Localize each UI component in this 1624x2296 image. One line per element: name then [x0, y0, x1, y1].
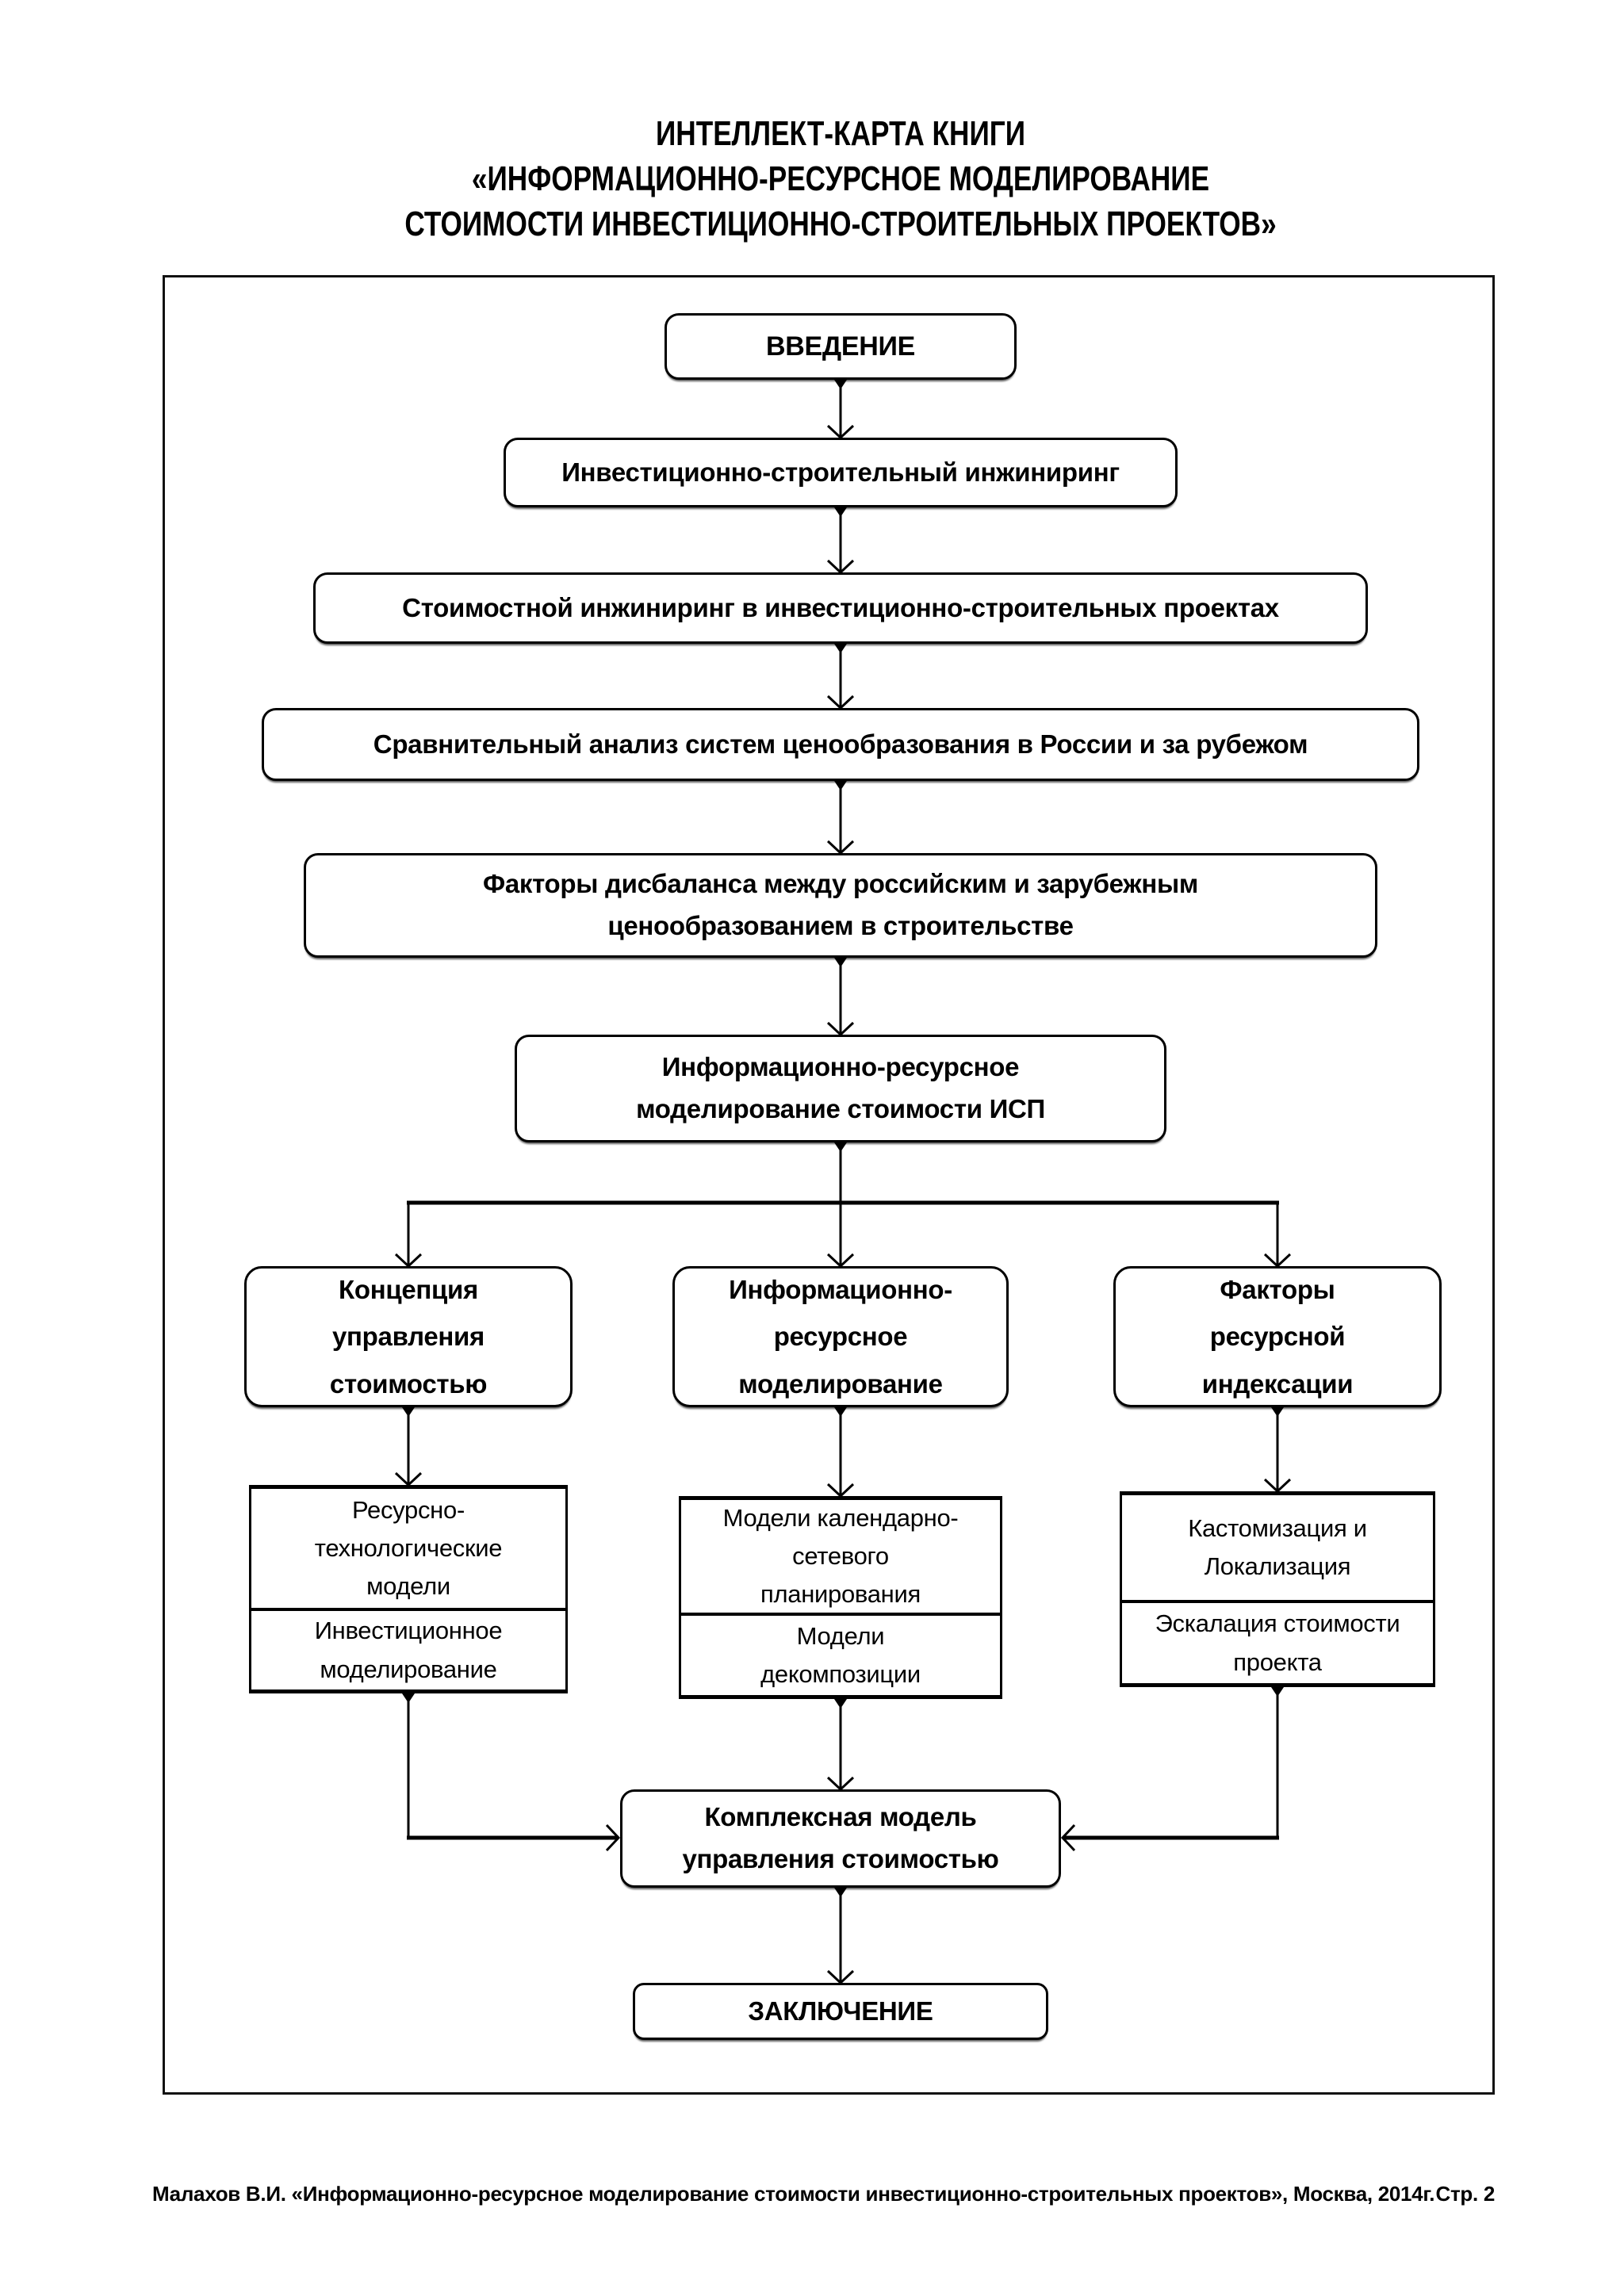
flow-arrow: [394, 1203, 423, 1269]
title-line-2: «ИНФОРМАЦИОННО-РЕСУРСНОЕ МОДЕЛИРОВАНИЕ: [471, 159, 1210, 198]
flow-arrow: [826, 1699, 855, 1792]
node-label: Стоимостной инжиниринг в инвестиционно-с…: [402, 592, 1279, 622]
flow-arrow: [826, 1888, 855, 1985]
node-label: ЗАКЛЮЧЕНИЕ: [748, 1996, 933, 2026]
node-cost-engineering: Стоимостной инжиниринг в инвестиционно-с…: [313, 572, 1368, 644]
node-disbalance-factors: Факторы дисбаланса между российским и за…: [304, 853, 1377, 958]
node-label: Комплексная модель управления стоимостью: [682, 1802, 999, 1873]
flow-arrow: [826, 507, 855, 575]
node-label: Информационно- ресурсное моделирование: [729, 1274, 952, 1399]
cell-resource-technological-models: Ресурсно- технологические модели: [314, 1495, 503, 1601]
title-line-3: СТОИМОСТИ ИНВЕСТИЦИОННО-СТРОИТЕЛЬНЫХ ПРО…: [404, 205, 1277, 243]
node-label: Инвестиционно-строительный инжиниринг: [561, 457, 1120, 487]
flow-arrow: [394, 1407, 423, 1487]
flow-arrow: [402, 1693, 621, 1852]
footer-reference: Малахов В.И. «Информационно-ресурсное мо…: [152, 2182, 1435, 2206]
node-label: ВВЕДЕНИЕ: [766, 331, 915, 362]
node-label: Концепция управления стоимостью: [329, 1274, 488, 1399]
cell-schedule-network-models: Модели календарно- сетевого планирования: [722, 1503, 959, 1609]
node-label: Сравнительный анализ систем ценообразова…: [373, 729, 1308, 759]
flow-arrow: [1060, 1687, 1284, 1852]
split-box-irm-models: Модели календарно- сетевого планирования…: [679, 1496, 1002, 1699]
flow-arrow: [1263, 1407, 1292, 1494]
node-comparative-analysis: Сравнительный анализ систем ценообразова…: [262, 708, 1419, 781]
flow-arrow: [826, 1407, 855, 1498]
node-branch-information-resource-modeling: Информационно- ресурсное моделирование: [672, 1266, 1009, 1407]
node-label: Факторы дисбаланса между российским и за…: [482, 869, 1198, 940]
node-investment-construction-engineering: Инвестиционно-строительный инжиниринг: [504, 438, 1178, 507]
split-box-indexation-factors: Кастомизация и Локализация Эскалация сто…: [1120, 1491, 1435, 1687]
cell-investment-modeling: Инвестиционное моделирование: [251, 1608, 565, 1689]
flow-arrow: [826, 644, 855, 710]
flow-arrow: [826, 781, 855, 855]
cell-decomposition-models: Модели декомпозиции: [681, 1613, 1000, 1695]
node-conclusion: ЗАКЛЮЧЕНИЕ: [633, 1983, 1048, 2040]
flow-arrow: [834, 1142, 847, 1203]
node-introduction: ВВЕДЕНИЕ: [665, 313, 1017, 380]
flow-arrow: [1263, 1203, 1292, 1269]
flow-arrow: [826, 1203, 855, 1269]
node-irm-cost-modeling: Информационно-ресурсное моделирование ст…: [515, 1035, 1166, 1142]
node-branch-resource-indexation-factors: Факторы ресурсной индексации: [1113, 1266, 1442, 1407]
node-label: Факторы ресурсной индексации: [1201, 1274, 1354, 1399]
footer-page-number: Стр. 2: [1435, 2182, 1496, 2206]
footer: Малахов В.И. «Информационно-ресурсное мо…: [152, 2182, 1495, 2206]
page-title: ИНТЕЛЛЕКТ-КАРТА КНИГИ «ИНФОРМАЦИОННО-РЕС…: [168, 111, 1513, 247]
split-box-concept-models: Ресурсно- технологические модели Инвести…: [249, 1485, 568, 1693]
cell-cost-escalation: Эскалация стоимости проекта: [1122, 1600, 1433, 1683]
flow-arrow: [826, 380, 855, 440]
flow-arrow: [826, 958, 855, 1037]
node-branch-cost-management-concept: Концепция управления стоимостью: [244, 1266, 573, 1407]
node-label: Информационно-ресурсное моделирование ст…: [636, 1052, 1045, 1123]
node-complex-cost-management-model: Комплексная модель управления стоимостью: [620, 1789, 1061, 1888]
cell-customization-localization: Кастомизация и Локализация: [1188, 1513, 1367, 1580]
title-line-1: ИНТЕЛЛЕКТ-КАРТА КНИГИ: [655, 114, 1026, 153]
